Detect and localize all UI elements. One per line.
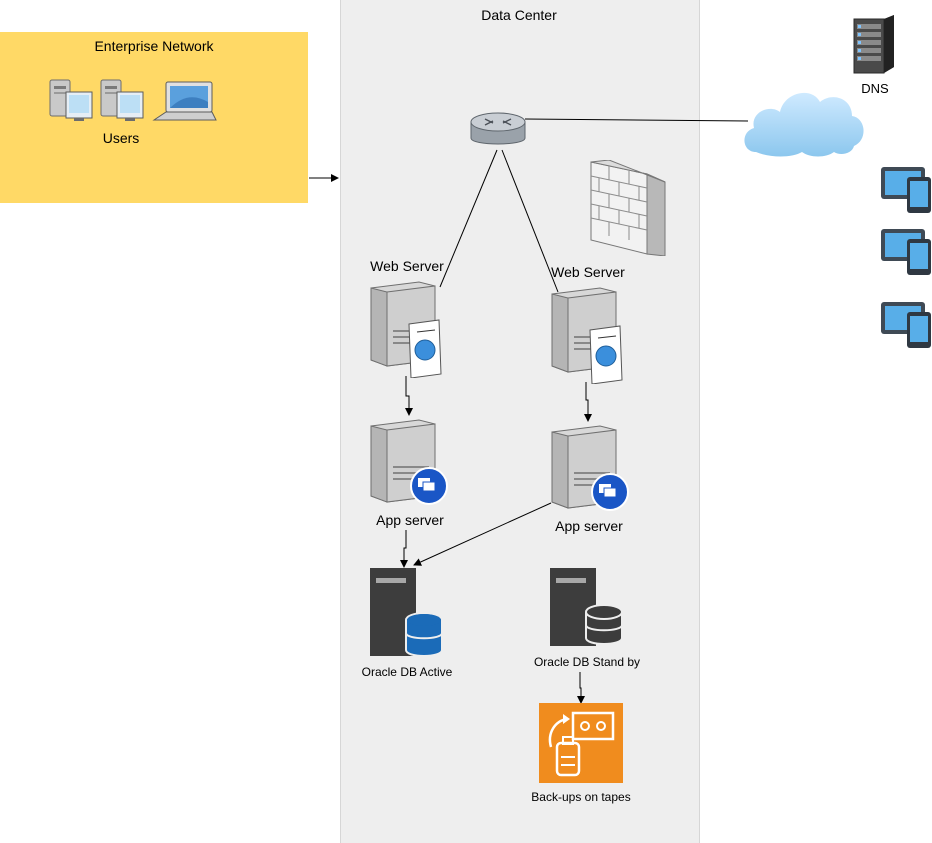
edge-web-left-to-app-left [405, 376, 413, 416]
tablet-phone-icon [881, 229, 931, 275]
firewall-icon [590, 160, 666, 256]
tape-backup-icon [539, 703, 623, 783]
dns-label: DNS [861, 81, 889, 96]
desktop-computer-icon [49, 79, 93, 121]
router-icon [470, 112, 526, 145]
web-server-right-label: Web Server [551, 264, 625, 280]
users-label: Users [102, 130, 140, 146]
db-standby-label: Oracle DB Stand by [533, 655, 641, 669]
edge-router-to-cloud [524, 118, 749, 122]
laptop-icon [152, 81, 217, 121]
edge-db-standby-to-backup [577, 672, 585, 704]
app-server-left-label: App server [376, 512, 444, 528]
database-server-icon [370, 568, 443, 657]
tablet-phone-icon [881, 302, 931, 348]
edge-app-left-to-db-active [400, 530, 408, 568]
web-server-icon [370, 281, 442, 378]
desktop-computer-icon [100, 79, 144, 121]
edge-router-to-web-left [439, 149, 498, 288]
tablet-phone-icon [881, 167, 931, 213]
server-rack-icon [853, 15, 894, 74]
web-server-icon [551, 287, 623, 384]
enterprise-network-title: Enterprise Network [94, 38, 214, 54]
edge-app-right-to-db-active [413, 502, 552, 566]
edge-web-right-to-app-right [584, 382, 592, 422]
web-server-left-label: Web Server [370, 258, 444, 274]
enterprise-network-group [0, 32, 308, 203]
app-server-icon [370, 419, 448, 505]
backups-label: Back-ups on tapes [531, 790, 631, 804]
app-server-right-label: App server [555, 518, 623, 534]
cloud-icon [744, 92, 864, 157]
data-center-title: Data Center [481, 7, 557, 23]
database-server-icon [550, 568, 623, 646]
db-active-label: Oracle DB Active [361, 665, 453, 679]
edge-router-to-web-right [501, 149, 559, 293]
app-server-icon [551, 425, 629, 511]
